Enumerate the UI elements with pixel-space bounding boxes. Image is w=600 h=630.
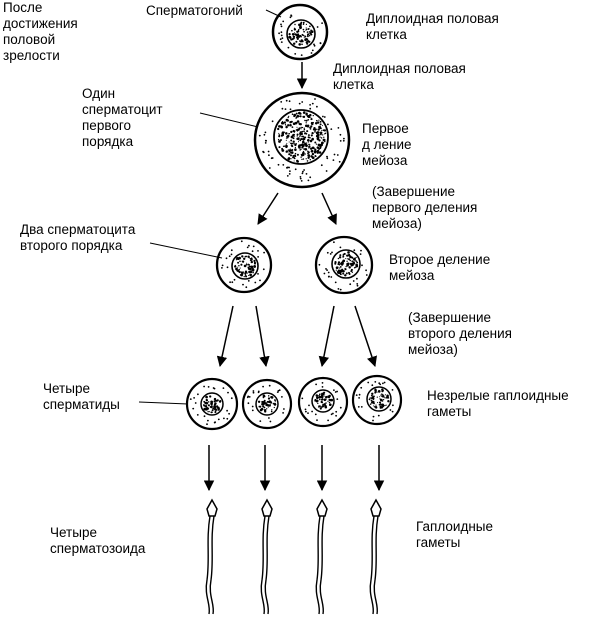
spermatozoon	[260, 498, 273, 615]
arrow	[321, 192, 337, 225]
leader-line	[138, 401, 189, 405]
arrow	[354, 305, 377, 367]
label-immature-gametes: Незрелые гаплоидные гаметы	[427, 388, 569, 419]
cell-spermatid	[185, 377, 239, 431]
cell-spermatogonium	[271, 3, 329, 61]
arrow	[255, 305, 270, 368]
spermatozoon	[315, 498, 328, 615]
label-diploid-cell: Диплоидная половая клетка	[333, 61, 466, 92]
label-second-division: Второе деление мейоза	[389, 252, 491, 283]
cell-secondary-spermatocyte	[215, 236, 273, 294]
cell-spermatid	[351, 374, 403, 426]
label-second-division-done: (Завершение второго деления мейоза)	[408, 310, 512, 357]
cell-secondary-spermatocyte	[314, 235, 374, 295]
label-one-spermatocyte: Один сперматоцит первого порядка	[82, 86, 163, 149]
label-diploid-cell-top: Диплоидная половая клетка	[366, 11, 499, 42]
label-two-spermatocytes: Два сперматоцита второго порядка	[20, 222, 136, 253]
cell-primary-spermatocyte	[253, 91, 351, 189]
spermatozoon	[369, 498, 382, 615]
label-four-spermatids: Четыре сперматиды	[43, 381, 120, 412]
label-four-spermatozoa: Четыре сперматозоида	[50, 525, 146, 556]
cell-spermatid	[241, 378, 293, 430]
cell-spermatid	[297, 376, 349, 428]
arrow	[257, 192, 279, 225]
label-first-division: Первое д ление мейоза	[362, 121, 412, 168]
arrow	[216, 305, 234, 368]
leader-line	[199, 112, 259, 128]
label-after-maturity: После достижения половой зрелости	[3, 0, 78, 63]
label-haploid-gametes: Гаплоидные гаметы	[416, 519, 493, 550]
label-first-division-done: (Завершение первого деления мейоза)	[372, 184, 478, 231]
leader-line	[149, 242, 223, 259]
arrow	[318, 305, 335, 368]
spermatozoon	[205, 498, 218, 615]
leader-line	[265, 9, 282, 18]
label-spermatogonium: Сперматогоний	[146, 3, 243, 18]
